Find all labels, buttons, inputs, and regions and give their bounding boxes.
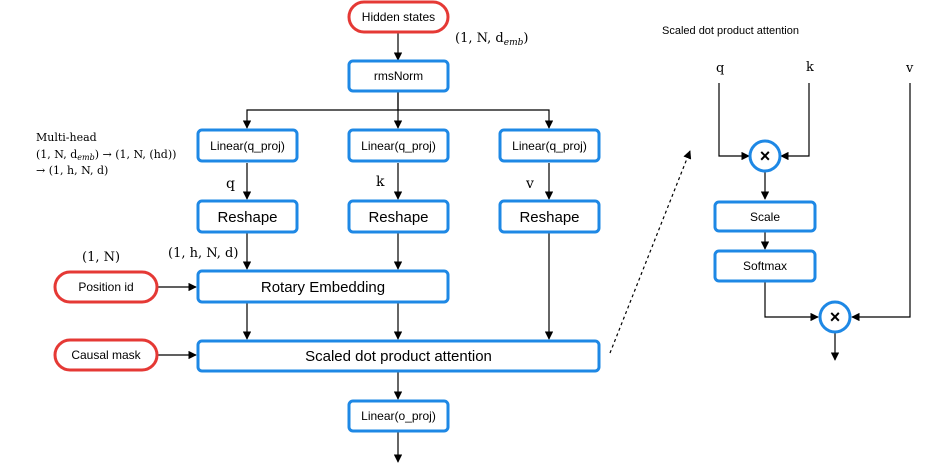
linear-q-label: Linear(q_proj) bbox=[210, 139, 285, 153]
node-rotary-embedding: Rotary Embedding bbox=[196, 269, 450, 304]
node-reshape-v: Reshape bbox=[498, 199, 601, 234]
multiply-node-1: × bbox=[748, 139, 782, 173]
linear-v-label: Linear(q_proj) bbox=[512, 139, 587, 153]
node-linear-o: Linear(o_proj) bbox=[347, 399, 450, 433]
k-label: k bbox=[376, 174, 385, 190]
inset-connectors bbox=[718, 83, 911, 361]
multihead-line1: (1, N, demb) → (1, N, (hd)) bbox=[36, 148, 176, 162]
reshape-q-label: Reshape bbox=[217, 209, 277, 226]
inset-edge-k-mult bbox=[780, 83, 810, 161]
node-rmsnorm: rmsNorm bbox=[347, 59, 450, 93]
inset-edge-v-mult bbox=[851, 83, 911, 322]
inset-v-label: v bbox=[905, 61, 914, 76]
edge-detail-pointer bbox=[609, 150, 692, 354]
node-hidden-states: Hidden states bbox=[347, 0, 450, 34]
edge-rmsnorm-linear-q bbox=[242, 92, 399, 129]
rotary-embedding-label: Rotary Embedding bbox=[261, 279, 385, 296]
node-linear-v: Linear(q_proj) bbox=[498, 128, 601, 163]
hidden-shape-label: (1, N, demb) bbox=[455, 31, 528, 48]
node-scale: Scale bbox=[713, 200, 817, 233]
node-linear-q: Linear(q_proj) bbox=[196, 128, 299, 163]
connectors bbox=[157, 32, 692, 463]
multiply-icon: × bbox=[830, 307, 841, 327]
node-position-id: Position id bbox=[53, 270, 159, 304]
rmsnorm-label: rmsNorm bbox=[374, 69, 423, 83]
v-label: v bbox=[525, 176, 534, 192]
q-label: q bbox=[226, 176, 235, 192]
inset-title: Scaled dot product attention bbox=[662, 25, 799, 37]
hidden-states-label: Hidden states bbox=[362, 10, 435, 24]
node-causal-mask: Causal mask bbox=[53, 338, 159, 372]
node-linear-k: Linear(q_proj) bbox=[347, 128, 450, 163]
edge-rmsnorm-linear-v bbox=[398, 109, 554, 129]
multihead-title: Multi-head bbox=[36, 131, 97, 144]
qkv-shape-label: (1, h, N, d) bbox=[168, 246, 238, 261]
multiply-icon: × bbox=[760, 146, 771, 166]
sdpa-label: Scaled dot product attention bbox=[305, 348, 492, 365]
causal-mask-label: Causal mask bbox=[71, 348, 141, 362]
inset-edge-softmax-mult bbox=[764, 281, 819, 322]
inset-q-label: q bbox=[716, 61, 724, 76]
node-reshape-k: Reshape bbox=[347, 199, 450, 234]
node-reshape-q: Reshape bbox=[196, 199, 299, 234]
node-sdpa: Scaled dot product attention bbox=[196, 339, 601, 373]
position-shape-label: (1, N) bbox=[82, 250, 120, 265]
sdpa-detail: Scaled dot product attention q k v × Sca… bbox=[662, 25, 914, 361]
reshape-k-label: Reshape bbox=[368, 209, 428, 226]
multihead-line2: → (1, h, N, d) bbox=[36, 164, 108, 177]
softmax-label: Softmax bbox=[743, 259, 787, 273]
multihead-note: Multi-head (1, N, demb) → (1, N, (hd)) →… bbox=[36, 131, 176, 177]
linear-k-label: Linear(q_proj) bbox=[361, 139, 436, 153]
node-softmax: Softmax bbox=[713, 249, 817, 283]
multiply-node-2: × bbox=[818, 300, 852, 334]
reshape-v-label: Reshape bbox=[519, 209, 579, 226]
linear-o-label: Linear(o_proj) bbox=[361, 409, 436, 423]
inset-edge-q-mult bbox=[718, 83, 750, 161]
scale-label: Scale bbox=[750, 210, 780, 224]
inset-k-label: k bbox=[806, 60, 814, 75]
position-id-label: Position id bbox=[78, 280, 133, 294]
